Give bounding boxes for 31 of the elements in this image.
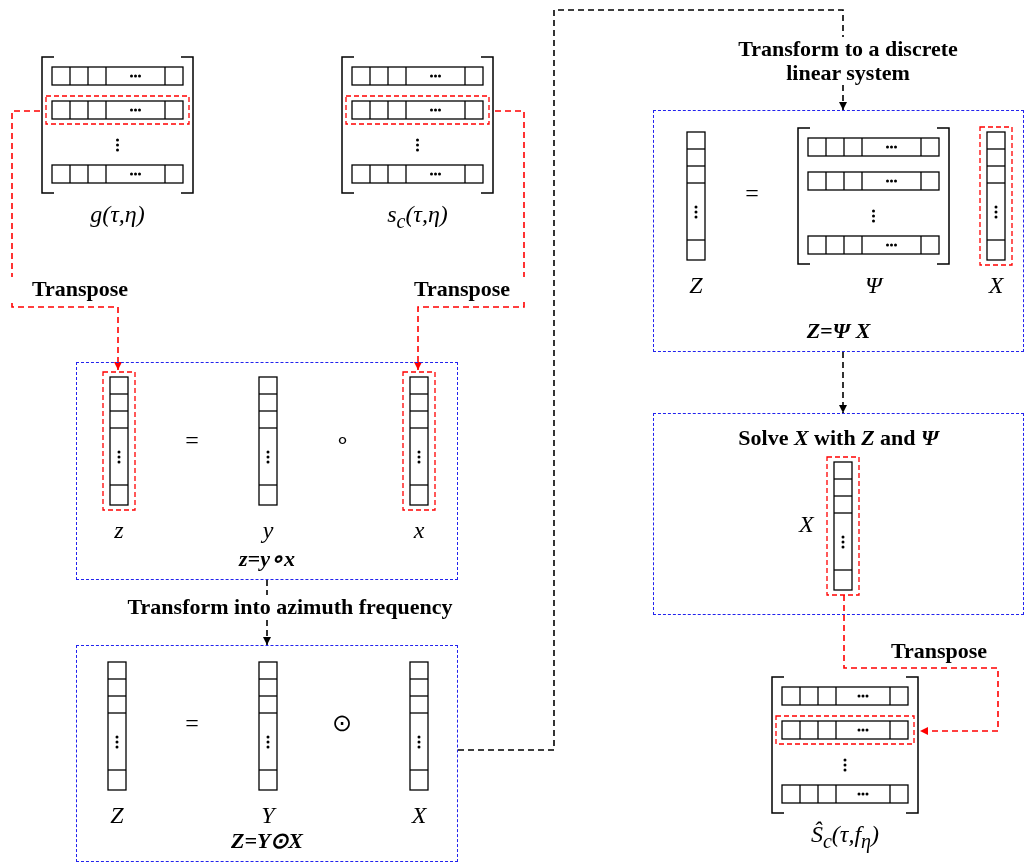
operator-symbol: =	[185, 710, 199, 736]
dashed-frame	[653, 110, 1024, 352]
operator-symbol: =	[745, 180, 759, 206]
math-label: Y	[261, 802, 275, 828]
math-label: X	[799, 511, 814, 537]
dashed-arrow	[414, 110, 525, 371]
math-label: Z	[110, 802, 124, 828]
dashed-arrow	[11, 110, 122, 371]
formula-label: Z=Ψ X	[806, 319, 871, 343]
operator-symbol: =	[185, 427, 199, 453]
formula-label: Z=Y⊙X	[230, 829, 304, 853]
dashed-frame	[653, 413, 1024, 615]
math-label: Z	[689, 272, 703, 298]
operator-symbol: ⊙	[332, 710, 352, 736]
operator-symbol: ∘	[334, 427, 350, 453]
math-label: x	[413, 517, 425, 543]
dashed-frame	[76, 362, 458, 580]
dashed-frame	[76, 645, 458, 862]
dashed-arrow	[843, 594, 999, 735]
dashed-arrow	[457, 9, 847, 751]
math-label: Ψ	[865, 272, 882, 298]
math-label: g(τ,η)	[90, 201, 145, 227]
math-label: X	[988, 272, 1004, 298]
math-label: z	[114, 517, 124, 543]
dashed-arrow	[839, 351, 847, 414]
step-title: Solve X with Z and Ψ	[738, 426, 939, 450]
math-label: X	[411, 802, 427, 828]
math-label: s$_{c}$(τ,η)	[387, 201, 448, 234]
math-label: Ŝ$_{c}$(τ,f$_{η}$)	[810, 821, 880, 854]
formula-label: z=y∘x	[239, 547, 295, 571]
math-label: y	[262, 517, 274, 543]
